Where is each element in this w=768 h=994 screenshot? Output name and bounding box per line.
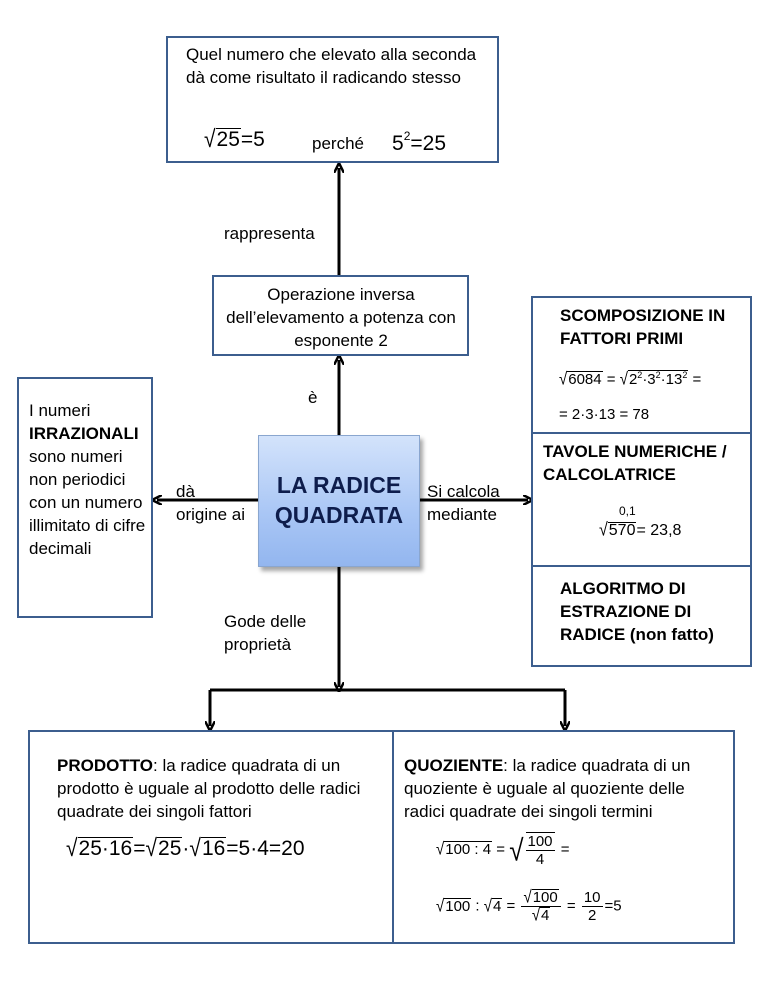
product-box: PRODOTTO: la radice quadrata di un prodo…	[28, 730, 394, 944]
irrational-bold: IRRAZIONALI	[29, 424, 139, 443]
quotient-bold: QUOZIENTE	[404, 756, 504, 775]
product-result: =5·4=20	[226, 837, 305, 860]
quotient-eq1-num: 100	[525, 833, 555, 852]
product-bold: PRODOTTO	[57, 756, 154, 775]
label-e: è	[308, 388, 318, 407]
label-gode: Gode delle proprietà	[224, 612, 307, 654]
power-equation: 52=25	[392, 129, 446, 156]
tables-result: = 23,8	[636, 522, 682, 539]
center-title: LA RADICE QUADRATA	[274, 472, 404, 528]
factor-equation-2: = 2·3·13 = 78	[559, 406, 650, 423]
irrational-text: I numeri IRRAZIONALI sono numeri non per…	[29, 399, 149, 560]
definition-text: Quel numero che elevato alla seconda dà …	[186, 45, 477, 87]
eq-result-5: =5	[240, 128, 265, 151]
product-text: PRODOTTO: la radice quadrata di un prodo…	[57, 754, 387, 823]
algorithm-title: ALGORITMO DI ESTRAZIONE DI RADICE (non f…	[560, 579, 714, 644]
factor-box: SCOMPOSIZIONE IN FATTORI PRIMI √6084 = √…	[531, 296, 752, 435]
tables-precision: 0,1	[619, 504, 636, 518]
quotient-desc: : la radice quadrata di un quoziente è u…	[404, 756, 691, 821]
radicand-25: 25	[215, 128, 241, 151]
definition-equation: √25=5	[204, 126, 265, 153]
quotient-eq1-den: 4	[535, 851, 545, 869]
irrational-prefix: I numeri	[29, 401, 91, 420]
product-desc: : la radice quadrata di un prodotto è ug…	[57, 756, 361, 821]
label-si-calcola: Si calcola mediante	[427, 482, 500, 524]
quotient-eq1-left: 100 : 4	[444, 841, 493, 859]
irrational-box: I numeri IRRAZIONALI sono numeri non per…	[17, 377, 153, 618]
algorithm-box: ALGORITMO DI ESTRAZIONE DI RADICE (non f…	[531, 565, 752, 667]
quotient-result: =5	[604, 897, 622, 915]
quotient-box: QUOZIENTE: la radice quadrata di un quoz…	[392, 730, 735, 944]
label-rappresenta: rappresenta	[224, 224, 315, 243]
tables-box: TAVOLE NUMERICHE / CALCOLATRICE 0,1 √570…	[531, 432, 752, 568]
factor-radicand: 6084	[567, 371, 603, 388]
label-da-origine: dà origine ai	[176, 482, 245, 524]
tables-equation: √570= 23,8	[599, 520, 682, 541]
factor-equation-1: √6084 = √22·32·132 =	[559, 369, 702, 390]
quotient-text: QUOZIENTE: la radice quadrata di un quoz…	[404, 754, 729, 823]
irrational-rest: sono numeri non periodici con un numero …	[29, 447, 146, 558]
operation-text: Operazione inversa dell’elevamento a pot…	[226, 285, 456, 350]
because-label: perché	[312, 134, 364, 153]
tables-title: TAVOLE NUMERICHE / CALCOLATRICE	[543, 442, 727, 484]
factor-title: SCOMPOSIZIONE IN FATTORI PRIMI	[560, 306, 726, 348]
power-result: =25	[410, 132, 446, 155]
operation-box: Operazione inversa dell’elevamento a pot…	[212, 275, 469, 356]
tables-radicand: 570	[607, 522, 637, 539]
power-base: 5	[392, 132, 404, 155]
center-concept-box: LA RADICE QUADRATA	[258, 435, 420, 567]
product-equation: √25·16=√25·√16=5·4=20	[66, 835, 305, 862]
definition-box: Quel numero che elevato alla seconda dà …	[166, 36, 499, 163]
power-exponent: 2	[403, 129, 411, 143]
